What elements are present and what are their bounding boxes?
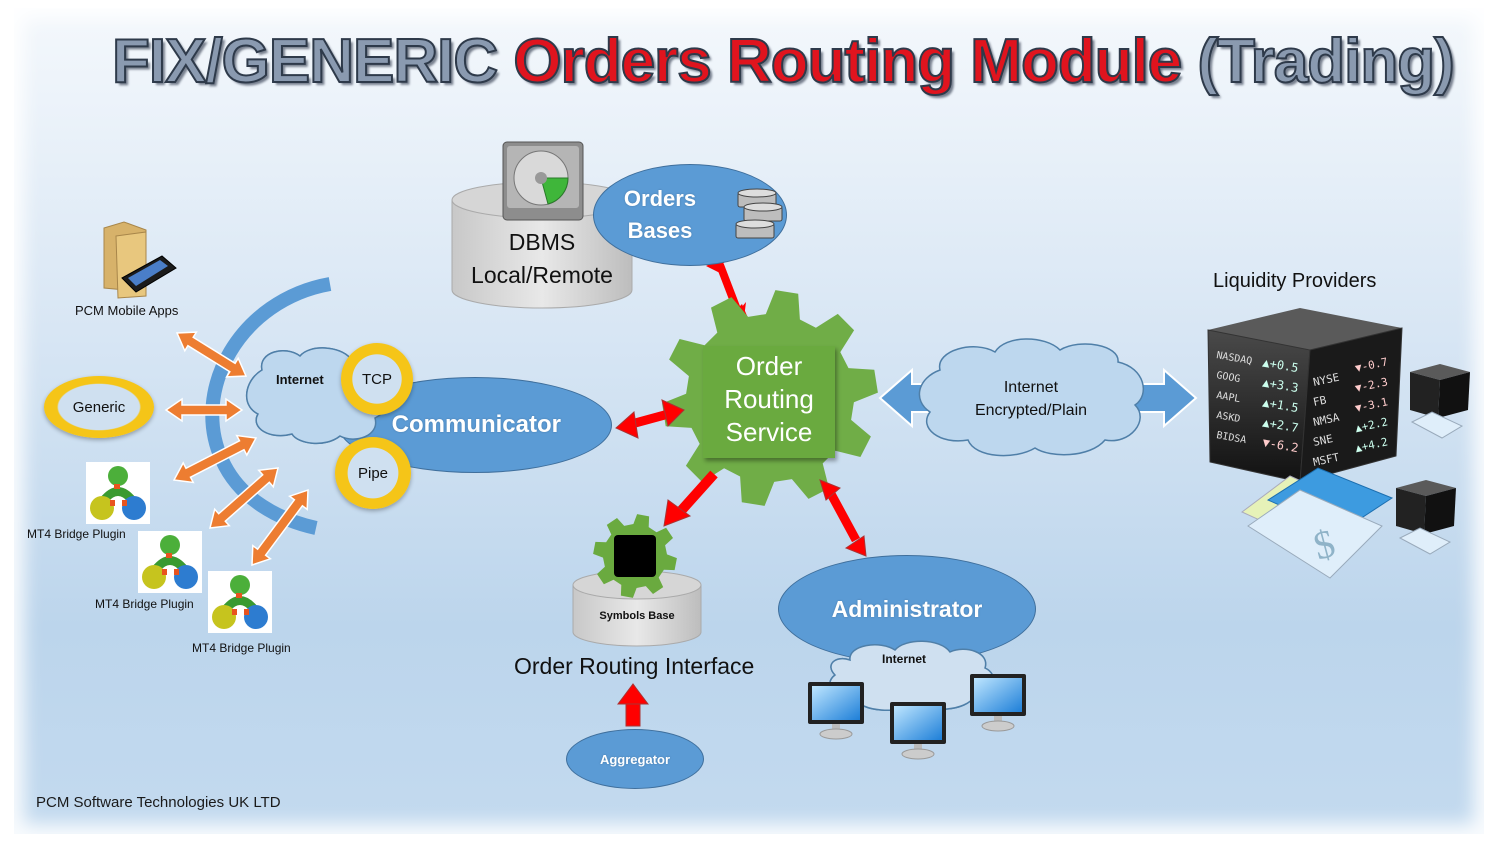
generic-node[interactable]: Generic bbox=[44, 376, 154, 438]
aggregator-label: Aggregator bbox=[599, 751, 671, 767]
metatrader-icon bbox=[86, 462, 150, 524]
network-arc bbox=[205, 277, 332, 535]
arrow-communicator-service bbox=[615, 399, 685, 439]
stock-ticker-cube-icon bbox=[1207, 308, 1403, 483]
orange-double-arrow bbox=[209, 467, 279, 529]
liquidity-cloud-line1: Internet bbox=[1003, 379, 1059, 396]
tcp-node[interactable]: TCP bbox=[341, 343, 413, 415]
pipe-label: Pipe bbox=[357, 464, 389, 482]
metatrader-icons bbox=[86, 462, 272, 633]
service-line1: Order bbox=[735, 351, 803, 381]
small-cube-icon bbox=[1396, 364, 1470, 534]
liquidity-cloud-label: Internet Encrypted/Plain bbox=[960, 376, 1102, 422]
ticker-row: NYSE bbox=[1312, 371, 1341, 389]
ticker-row: BIDSA bbox=[1215, 430, 1247, 446]
aggregator-node[interactable]: Aggregator bbox=[566, 729, 704, 789]
chip-body bbox=[614, 535, 656, 577]
cloud-icon bbox=[918, 338, 1145, 457]
ticker-row: MSFT bbox=[1312, 451, 1341, 469]
orders-bases-node[interactable]: Orders Bases bbox=[593, 164, 787, 266]
pipe-node[interactable]: Pipe bbox=[335, 437, 411, 509]
arrow-service-to-symbols-base bbox=[663, 470, 718, 527]
title-part-orders-routing: Orders Routing Module bbox=[512, 26, 1183, 97]
metatrader-icon bbox=[138, 531, 202, 593]
title-part-trading: (Trading) bbox=[1197, 26, 1456, 97]
administrator-node[interactable]: Administrator bbox=[778, 555, 1036, 663]
page-title: FIX/GENERIC Orders Routing Module (Tradi… bbox=[111, 26, 1456, 97]
ticker-change: ▼-6.2 bbox=[1261, 435, 1299, 455]
mobile-apps-label: PCM Mobile Apps bbox=[75, 303, 179, 318]
communicator-cloud-label: Internet bbox=[276, 372, 324, 387]
symbols-base-label: Symbols Base bbox=[599, 610, 675, 622]
orange-arrows bbox=[164, 331, 309, 567]
ticker-row: ASKD bbox=[1215, 410, 1241, 425]
administrator-label: Administrator bbox=[831, 596, 983, 622]
ticker-row: GOOG bbox=[1215, 370, 1241, 385]
ticker-change: ▲+0.5 bbox=[1261, 355, 1299, 375]
folder-phone-icon bbox=[103, 221, 177, 299]
chip-gear-icon bbox=[593, 514, 677, 598]
dbms-label: DBMS Local/Remote bbox=[452, 226, 632, 292]
payment-card-icon: $ bbox=[1241, 411, 1464, 579]
dbms-label-line1: DBMS bbox=[508, 229, 576, 255]
administrator-cloud-label: Internet bbox=[882, 652, 927, 666]
orange-double-arrow bbox=[251, 488, 309, 567]
mt4-plugin-label-1: MT4 Bridge Plugin bbox=[27, 527, 126, 541]
metatrader-icon bbox=[208, 571, 272, 633]
orange-double-arrow bbox=[164, 397, 244, 423]
ticker-row: AAPL bbox=[1215, 390, 1241, 405]
dbms-label-line2: Local/Remote bbox=[471, 262, 613, 288]
order-routing-interface-label: Order Routing Interface bbox=[514, 653, 755, 679]
arrow-administrator-service bbox=[819, 479, 867, 557]
ticker-row: SNE bbox=[1312, 432, 1334, 449]
ticker-change: ▲+2.7 bbox=[1261, 415, 1299, 435]
order-routing-service-node[interactable]: Order Routing Service bbox=[703, 346, 835, 458]
service-line2: Routing bbox=[724, 384, 814, 414]
ticker-row: FB bbox=[1312, 393, 1328, 409]
mt4-plugin-label-2: MT4 Bridge Plugin bbox=[95, 597, 194, 611]
communicator-label: Communicator bbox=[391, 411, 561, 438]
liquidity-providers-label: Liquidity Providers bbox=[1213, 270, 1377, 292]
liquidity-cloud-line2: Encrypted/Plain bbox=[974, 402, 1088, 419]
generic-label: Generic bbox=[72, 398, 126, 416]
tcp-label: TCP bbox=[362, 370, 392, 388]
arrow-aggregator-up bbox=[617, 683, 649, 727]
company-footer: PCM Software Technologies UK LTD bbox=[36, 794, 281, 811]
mt4-plugin-label-3: MT4 Bridge Plugin bbox=[192, 641, 291, 655]
ticker-change: ▲+3.3 bbox=[1261, 375, 1299, 395]
service-line3: Service bbox=[725, 417, 813, 447]
ticker-row: NMSA bbox=[1312, 411, 1341, 429]
title-part-fix-generic: FIX/GENERIC bbox=[111, 26, 499, 97]
orders-bases-line1: Orders bbox=[623, 186, 697, 211]
hard-drive-icon bbox=[502, 141, 584, 221]
orders-bases-line2: Bases bbox=[627, 218, 693, 243]
ticker-change: ▲+1.5 bbox=[1261, 395, 1299, 415]
